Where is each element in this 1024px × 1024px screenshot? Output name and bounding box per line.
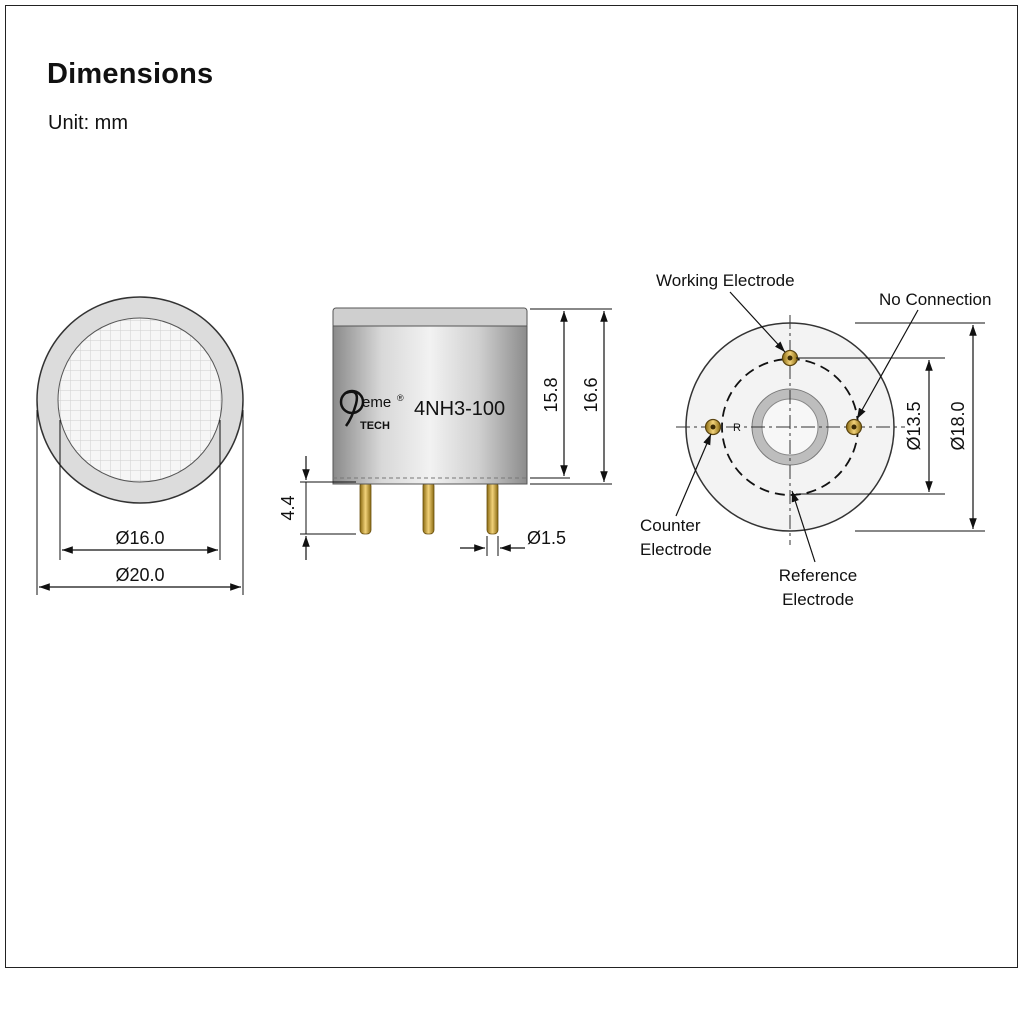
reference-electrode-label-2: Electrode [782, 590, 854, 609]
pin-right [486, 481, 499, 535]
side-view: eme TECH ® 4NH3-100 15.8 16.6 4.4 Ø1.5 [278, 307, 612, 560]
page-title: Dimensions [47, 58, 214, 90]
sensor-body [332, 325, 528, 485]
pin-diameter-label: Ø1.5 [527, 528, 566, 548]
no-connection-label: No Connection [879, 290, 991, 309]
pin-middle [422, 481, 435, 535]
working-electrode-label: Working Electrode [656, 271, 795, 290]
inner-diameter-label: Ø16.0 [115, 528, 164, 548]
registered-mark: ® [397, 393, 404, 403]
counter-electrode-label-2: Electrode [640, 540, 712, 559]
brand-prefix: eme [362, 394, 391, 411]
pin-length-label: 4.4 [278, 495, 298, 520]
brand-suffix: TECH [360, 420, 390, 432]
unit-note: Unit: mm [48, 112, 128, 134]
mesh-filter [57, 317, 223, 483]
total-height-label: 16.6 [581, 377, 601, 412]
model-label: 4NH3-100 [414, 398, 505, 420]
pin-circle-diameter-label: Ø13.5 [904, 401, 924, 450]
counter-electrode-label-1: Counter [640, 516, 701, 535]
reference-marker: R [733, 422, 741, 434]
body-diameter-label: Ø18.0 [948, 401, 968, 450]
reference-electrode-label-1: Reference [779, 566, 857, 585]
bottom-view: R Working Electrode No Connection Counte… [640, 271, 991, 609]
sensor-cap [332, 307, 528, 329]
outer-diameter-label: Ø20.0 [115, 565, 164, 585]
body-height-label: 15.8 [541, 377, 561, 412]
pin-left [359, 481, 372, 535]
brand-logo: eme TECH ® [339, 389, 404, 432]
top-view: Ø16.0 Ø20.0 [36, 296, 244, 595]
